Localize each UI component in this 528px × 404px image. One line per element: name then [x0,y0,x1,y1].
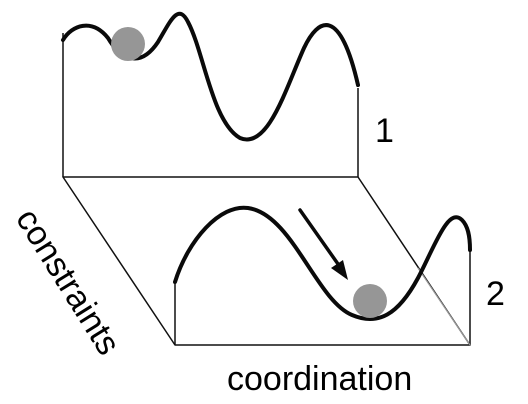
rolling-arrow [298,208,348,280]
axis-label-coordination: coordination [227,360,412,398]
landscape-1-curve [61,11,360,142]
axis-label-constraints: constraints [8,202,127,362]
landscape-1-label: 1 [375,112,394,150]
base-plane [62,176,471,346]
landscape-2-curve [173,205,472,321]
landscape-1-panel [61,11,360,177]
landscape-2-ball [353,284,387,318]
arrow-head [331,260,348,280]
landscape-1-ball [111,27,145,61]
landscape-2-panel [173,205,472,346]
landscape-2-label: 2 [486,275,505,313]
